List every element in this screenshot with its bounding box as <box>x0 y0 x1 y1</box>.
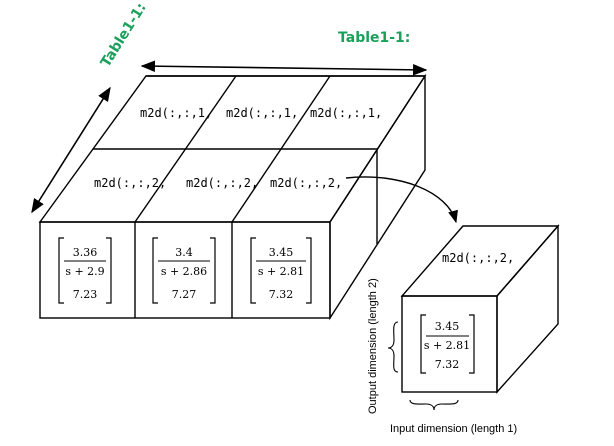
output-dimension-label: Output dimension (length 2) <box>367 278 379 414</box>
slice-label-front-1: m2d(:,:,2, <box>94 176 166 190</box>
input-dimension-label: Input dimension (length 1) <box>390 423 517 435</box>
extracted-matrix: 3.45 s + 2.81 7.32 <box>420 314 475 374</box>
matrix-1-value: 7.23 <box>73 288 98 301</box>
matrix-cell-2: 3.4 s + 2.86 7.27 <box>152 237 216 304</box>
matrix-3-numerator: 3.45 <box>269 246 294 259</box>
slice-label-back-1: m2d(:,:,1, <box>140 106 212 120</box>
matrix-1-denominator: s + 2.9 <box>65 265 104 278</box>
extracted-slice-label: m2d(:,:,2, <box>442 251 514 265</box>
output-dimension-brace <box>387 321 399 373</box>
extracted-matrix-denominator: s + 2.81 <box>424 339 470 352</box>
matrix-1-numerator: 3.36 <box>73 246 98 259</box>
matrix-3-denominator: s + 2.81 <box>258 265 304 278</box>
extract-arrow <box>345 176 458 224</box>
slice-label-front-2: m2d(:,:,2, <box>186 176 258 190</box>
extracted-cube <box>400 224 560 394</box>
matrix-cell-3: 3.45 s + 2.81 7.32 <box>250 237 312 304</box>
matrix-2-numerator: 3.4 <box>175 246 193 259</box>
cube-front-face <box>39 221 331 319</box>
top-dimension-arrow <box>140 60 428 76</box>
input-dimension-brace <box>409 399 459 411</box>
extracted-matrix-numerator: 3.45 <box>435 320 460 333</box>
slice-label-back-2: m2d(:,:,1, <box>226 106 298 120</box>
top-dimension-label: Table1-1: <box>338 30 410 46</box>
slice-label-back-3: m2d(:,:,1, <box>310 106 382 120</box>
side-dimension-arrow <box>31 86 111 214</box>
matrix-3-value: 7.32 <box>269 288 294 301</box>
slice-label-front-3: m2d(:,:,2, <box>270 176 342 190</box>
side-dimension-label: Table1-1: <box>98 0 150 70</box>
matrix-cell-1: 3.36 s + 2.9 7.23 <box>58 237 112 304</box>
matrix-2-denominator: s + 2.86 <box>161 265 207 278</box>
extracted-matrix-value: 7.32 <box>435 358 460 371</box>
cube-top-face <box>38 75 427 223</box>
matrix-2-value: 7.27 <box>172 288 197 301</box>
